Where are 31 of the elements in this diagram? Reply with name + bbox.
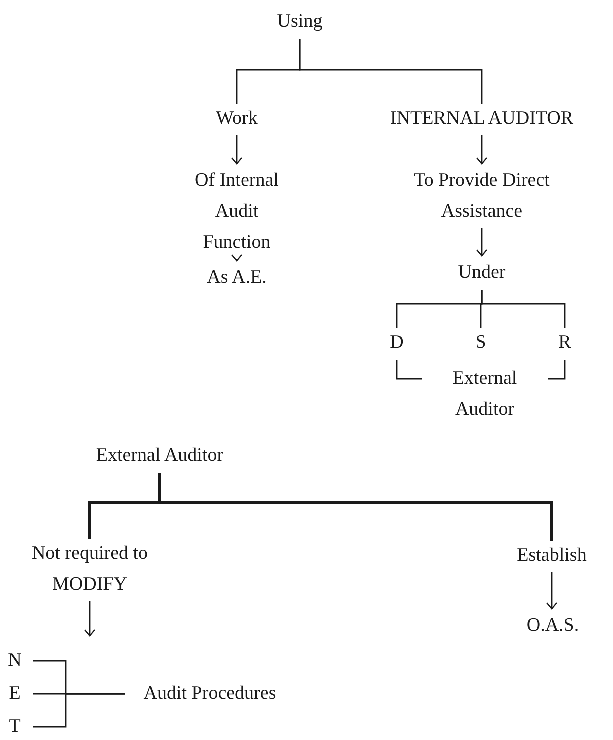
node-text: Of Internal Audit Function xyxy=(180,165,294,258)
node-text: T xyxy=(5,715,25,739)
node-text: INTERNAL AUDITOR xyxy=(382,103,582,134)
connector-line xyxy=(299,39,483,104)
node-text: As A.E. xyxy=(192,262,282,293)
node-text: External Auditor xyxy=(75,440,245,471)
node-text: Work xyxy=(197,103,277,134)
arrow xyxy=(231,254,243,262)
node-text: S xyxy=(469,327,493,358)
arrow xyxy=(476,135,488,165)
node-text: O.A.S. xyxy=(518,610,588,641)
node-text: R xyxy=(553,327,577,358)
connector-line xyxy=(33,693,125,728)
connector-line xyxy=(548,360,566,380)
node-text: D xyxy=(385,327,409,358)
node-text: Using xyxy=(260,6,340,37)
arrow xyxy=(84,601,96,637)
arrow xyxy=(231,135,243,165)
connector-line xyxy=(481,290,566,328)
node-text: N xyxy=(5,649,25,673)
arrow xyxy=(546,572,558,610)
node-text: Not required to MODIFY xyxy=(25,538,155,600)
arrow xyxy=(476,228,488,257)
node-text: Under xyxy=(442,257,522,288)
node-text: Establish xyxy=(502,540,602,571)
connector-line xyxy=(158,473,554,541)
node-text: Audit Procedures xyxy=(135,680,285,708)
node-text: To Provide Direct Assistance xyxy=(382,165,582,227)
connector-line xyxy=(396,360,422,380)
node-text: External Auditor xyxy=(430,363,540,425)
node-text: E xyxy=(5,682,25,706)
